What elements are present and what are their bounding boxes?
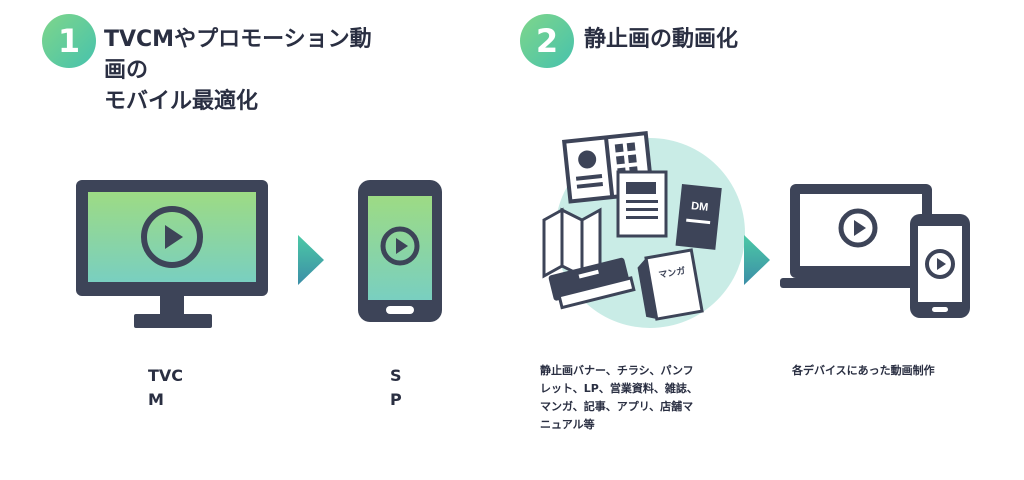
step-1-heading-line: モバイル最適化	[104, 89, 259, 114]
caption-line: 各デバイスにあった動画制作	[792, 364, 935, 377]
step-1-heading: TVCMやプロモーション動 画の モバイル最適化	[104, 24, 424, 117]
caption-line: マンガ、記事、アプリ、店舗マ	[540, 400, 694, 413]
caption-line: レット、LP、営業資料、雑誌、	[540, 382, 698, 395]
dm-label: DM	[691, 200, 709, 214]
caption-line: P	[390, 390, 402, 409]
caption-line: S	[390, 366, 402, 385]
caption-line: TVC	[148, 366, 184, 385]
laptop-icon	[780, 184, 942, 288]
step-2-badge: 2	[520, 14, 574, 68]
play-icon	[141, 206, 203, 268]
caption-line: ニュアル等	[540, 418, 595, 431]
smartphone-icon	[358, 180, 442, 322]
caption-print-media: 静止画バナー、チラシ、パンフ レット、LP、営業資料、雑誌、 マンガ、記事、アプ…	[540, 362, 730, 434]
arrow-right-icon	[744, 235, 770, 285]
caption-sp: S P	[390, 364, 420, 412]
step-1-heading-line: 画の	[104, 58, 149, 83]
manga-label: マンガ	[658, 264, 687, 280]
caption-line: M	[148, 390, 164, 409]
play-icon	[380, 226, 420, 266]
play-icon	[925, 249, 955, 279]
step-1-badge: 1	[42, 14, 96, 68]
arrow-right-icon	[298, 235, 324, 285]
caption-devices: 各デバイスにあった動画制作	[792, 362, 992, 380]
step-2-heading-line: 静止画の動画化	[584, 27, 739, 52]
caption-tvcm: TVC M	[148, 364, 208, 412]
step-1-heading-line: TVCMやプロモーション動	[104, 27, 372, 52]
tablet-icon	[910, 214, 970, 318]
step-2-heading: 静止画の動画化	[584, 24, 884, 55]
print-media-icon: DM マンガ	[542, 131, 745, 328]
play-icon	[838, 208, 878, 248]
caption-line: 静止画バナー、チラシ、パンフ	[540, 364, 694, 377]
